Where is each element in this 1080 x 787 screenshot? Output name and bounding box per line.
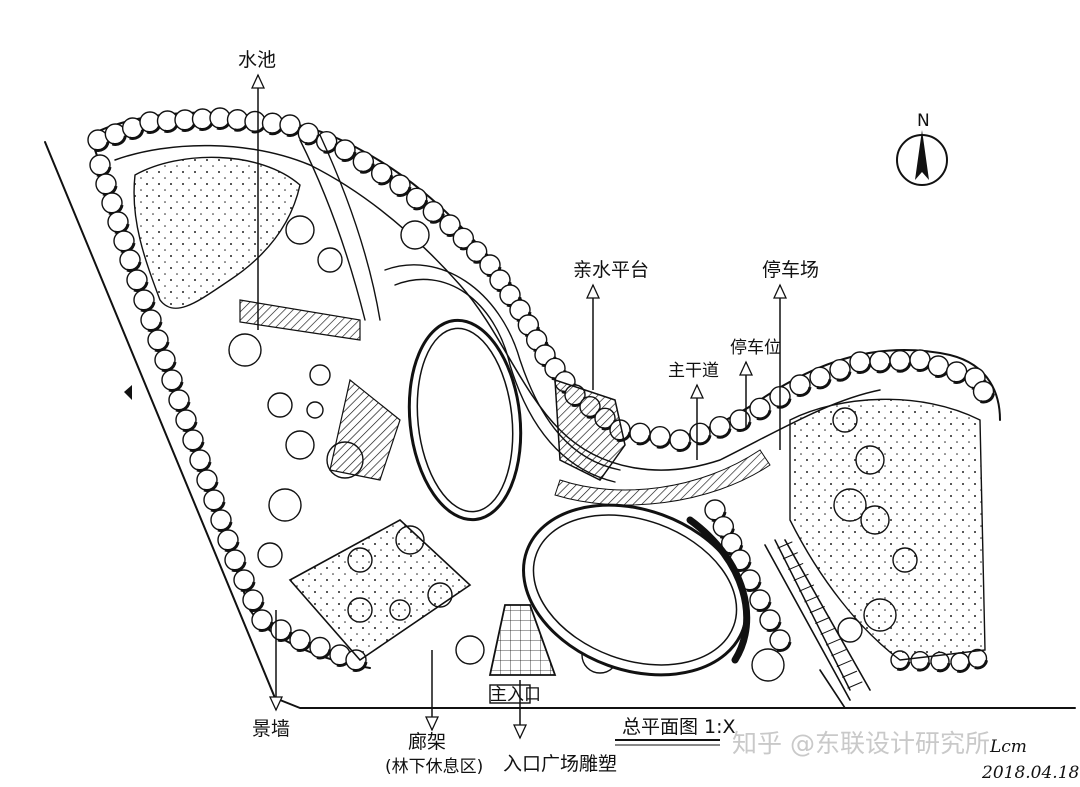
- main-road-curves: [299, 134, 621, 483]
- tree-canopy: [306, 401, 324, 419]
- tree-canopy: [228, 333, 262, 367]
- tree-shadow: [182, 421, 198, 432]
- entrance-sculpture: [488, 604, 557, 676]
- tree-canopy: [751, 648, 785, 682]
- label-pond: 水池: [238, 49, 276, 71]
- tree-shadow: [359, 163, 375, 174]
- tree-shadow: [224, 541, 240, 552]
- tree-shadow: [836, 371, 852, 382]
- tree-shadow: [916, 662, 931, 672]
- hatched-paving: [239, 299, 771, 506]
- label-pergola: 廊架: [408, 731, 446, 753]
- tree-shadow: [956, 663, 971, 673]
- tree-shadow: [203, 481, 219, 492]
- tree-canopy: [285, 430, 315, 460]
- label-main-entrance: 主入口: [490, 685, 541, 705]
- tree-shadow: [429, 213, 445, 224]
- tree-shadow: [94, 141, 110, 152]
- callout-leaders: [250, 73, 788, 740]
- tree-shadow: [776, 398, 792, 409]
- tree-shadow: [258, 621, 274, 632]
- title-text: 总平面图 1:X: [622, 716, 736, 738]
- tree-shadow: [696, 434, 712, 446]
- tree-shadow: [111, 135, 127, 146]
- tree-shadow: [413, 199, 429, 211]
- tree-shadow: [231, 561, 247, 572]
- label-entrance-plaza: 入口广场雕塑: [503, 753, 617, 775]
- tree-shadow: [816, 378, 832, 390]
- tree-canopy: [309, 364, 331, 386]
- tree-shadow: [161, 361, 177, 372]
- tree-shadow: [352, 661, 368, 672]
- tree-canopy: [257, 542, 283, 568]
- tree-canopy: [400, 220, 430, 250]
- tree-shadow: [796, 386, 812, 397]
- upper-oval-pond: [407, 318, 523, 522]
- label-parking-lot: 停车场: [762, 259, 819, 281]
- north-label: N: [917, 111, 930, 131]
- tree-shadow: [974, 659, 988, 670]
- signature: Lcm: [989, 737, 1027, 757]
- tree-shadow: [746, 581, 762, 592]
- tree-shadow: [676, 441, 692, 452]
- boundary-marker: [124, 385, 132, 400]
- lower-oval-lawn: [522, 503, 751, 677]
- label-waterside-platform: 亲水平台: [573, 259, 649, 281]
- tree-shadow: [129, 129, 145, 140]
- tree-shadow: [154, 341, 170, 352]
- tree-shadow: [766, 621, 782, 632]
- tree-shadow: [196, 461, 212, 472]
- tree-canopy: [268, 488, 302, 522]
- tree-shadow: [240, 581, 256, 592]
- north-arrow: N: [896, 111, 948, 186]
- tree-shadow: [217, 521, 233, 532]
- label-feature-wall: 景墙: [252, 718, 290, 740]
- tree-canopy: [285, 215, 315, 245]
- tree-shadow: [776, 641, 792, 652]
- tree-shadow: [378, 174, 394, 186]
- tree-shadow: [147, 321, 163, 332]
- tree-shadow: [140, 301, 156, 312]
- tree-canopy: [267, 392, 293, 418]
- tree-shadow: [133, 281, 149, 292]
- tree-shadow: [756, 409, 772, 421]
- tree-shadow: [876, 362, 892, 374]
- tree-shadow: [396, 186, 412, 197]
- tree-shadow: [716, 428, 732, 439]
- label-parking-spot: 停车位: [730, 338, 781, 358]
- date: 2018.04.18: [981, 763, 1080, 783]
- label-main-road: 主干道: [668, 361, 719, 381]
- parking-strip: [774, 539, 863, 691]
- watermark: 知乎 @东联设计研究所: [732, 729, 990, 758]
- tree-shadow: [175, 401, 191, 412]
- tree-shadow: [316, 649, 332, 660]
- tree-shadow: [296, 641, 312, 652]
- tree-shadow: [896, 362, 912, 373]
- tree-shadow: [210, 501, 226, 512]
- tree-shadow: [168, 381, 184, 392]
- tree-shadow: [277, 631, 293, 642]
- tree-shadow: [126, 261, 142, 272]
- tree-shadow: [856, 363, 872, 374]
- drawing-title: 总平面图 1:X: [615, 716, 736, 746]
- main-entrance-steps: [489, 684, 531, 704]
- tree-canopy: [837, 617, 863, 643]
- label-pergola-sub: (林下休息区): [385, 757, 483, 777]
- tree-shadow: [980, 393, 995, 404]
- tree-shadow: [896, 661, 911, 671]
- tree-shadow: [249, 601, 265, 612]
- tree-shadow: [756, 601, 772, 612]
- tree-canopy: [455, 635, 485, 665]
- tree-shadow: [341, 151, 357, 162]
- tree-shadow: [936, 662, 951, 673]
- tree-canopy: [317, 247, 343, 273]
- tree-shadow: [189, 441, 205, 452]
